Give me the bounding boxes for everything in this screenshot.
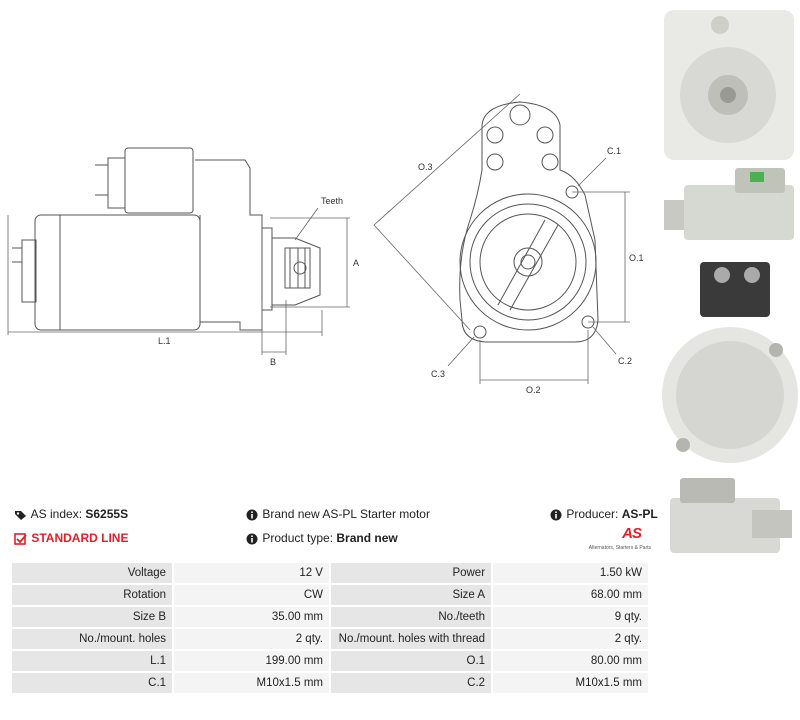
spec-value: 1.50 kW: [493, 563, 648, 583]
spec-label: L.1: [12, 651, 173, 671]
producer-value: AS-PL: [621, 507, 658, 521]
product-photo-top: [670, 478, 792, 553]
check-square-icon: [14, 533, 27, 545]
label-c3: C.3: [431, 369, 445, 379]
spec-label: Rotation: [12, 585, 173, 605]
product-photo-side: [664, 168, 794, 240]
info-icon: [246, 533, 258, 545]
spec-value: M10x1.5 mm: [493, 673, 648, 693]
label-o2: O.2: [526, 385, 541, 395]
label-c1: C.1: [607, 146, 621, 156]
spec-label: No./mount. holes with thread: [330, 629, 492, 649]
logo-mark: AS: [622, 525, 642, 542]
label-o1: O.1: [629, 253, 644, 263]
spec-value: 80.00 mm: [493, 651, 648, 671]
label-teeth: Teeth: [321, 196, 343, 206]
spec-value: M10x1.5 mm: [174, 673, 329, 693]
spec-label: Voltage: [12, 563, 173, 583]
spec-label: O.1: [330, 651, 492, 671]
product-type: Product type: Brand new: [246, 531, 398, 545]
spec-value: 35.00 mm: [174, 607, 329, 627]
info-icon: [550, 509, 562, 521]
spec-label: Power: [330, 563, 492, 583]
spec-value: 2 qty.: [174, 629, 329, 649]
tags-icon: [15, 510, 26, 520]
label-b: B: [270, 357, 276, 367]
side-view-drawing: [12, 147, 321, 331]
as-index: AS index: S6255S: [14, 507, 128, 521]
as-index-value: S6255S: [85, 507, 129, 521]
product-description: Brand new AS-PL Starter motor: [246, 507, 430, 521]
info-icon: [246, 509, 258, 521]
front-view-drawing: [459, 101, 599, 343]
spec-label: Size B: [12, 607, 173, 627]
spec-label: No./mount. holes: [12, 629, 173, 649]
spec-value: 199.00 mm: [174, 651, 329, 671]
as-pl-logo: AS Alternators, Starters & Parts: [585, 525, 651, 555]
spec-label: C.2: [330, 673, 492, 693]
label-a: A: [353, 258, 359, 268]
spec-value: 68.00 mm: [493, 585, 648, 605]
spec-label: C.1: [12, 673, 173, 693]
label-c2: C.2: [618, 356, 632, 366]
product-type-value: Brand new: [336, 531, 398, 545]
spec-value: 2 qty.: [493, 629, 648, 649]
label-o3: O.3: [418, 162, 433, 172]
logo-tagline: Alternators, Starters & Parts: [588, 545, 651, 551]
producer: Producer: AS-PL: [550, 507, 658, 521]
product-photo-flange: [664, 10, 794, 160]
product-photo-rear: [662, 262, 798, 463]
standard-line: STANDARD LINE: [14, 531, 128, 545]
spec-label: Size A: [330, 585, 492, 605]
spec-value: 9 qty.: [493, 607, 648, 627]
spec-label: No./teeth: [330, 607, 492, 627]
label-l1: L.1: [158, 336, 171, 346]
spec-value: CW: [174, 585, 329, 605]
spec-value: 12 V: [174, 563, 329, 583]
